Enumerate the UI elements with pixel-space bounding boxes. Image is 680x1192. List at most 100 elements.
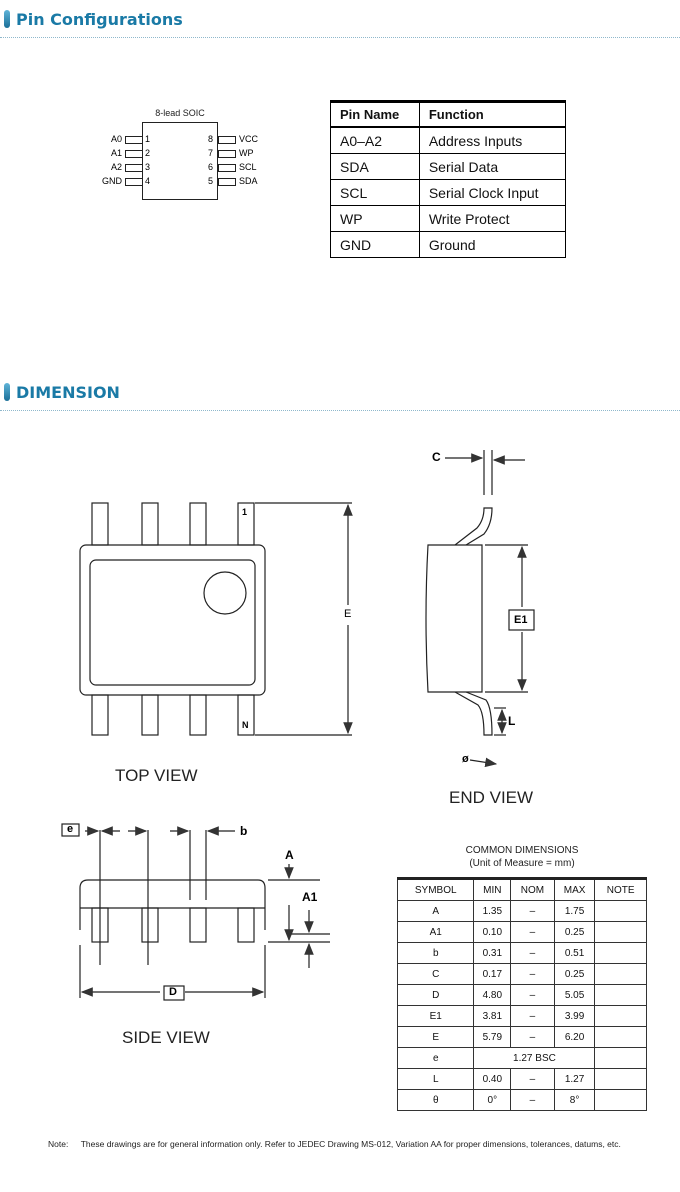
dims-cell: D (396, 984, 475, 1006)
top-view-label: TOP VIEW (115, 766, 198, 785)
soic-pin-name: WP (239, 148, 254, 158)
soic-pin-lead (218, 136, 236, 144)
dims-cell: 3.81 (473, 1005, 512, 1027)
dims-cell: θ (396, 1089, 475, 1111)
divider (0, 410, 680, 411)
dims-cell: 5.79 (473, 1026, 512, 1048)
dims-cell: 5.05 (553, 984, 596, 1006)
dims-cell: 0.10 (473, 921, 512, 943)
soic-pin-name: A0 (110, 134, 122, 144)
dims-cell (594, 1005, 647, 1027)
soic-pin-number: 6 (208, 162, 214, 172)
dims-cell: 1.35 (473, 900, 512, 922)
dims-cell: E1 (396, 1005, 475, 1027)
pin-name: SCL (330, 179, 420, 206)
soic-pin-name: SCL (239, 162, 257, 172)
dims-header: NOM (510, 877, 555, 901)
top-pins (91, 502, 255, 736)
dim-L-label: L (508, 714, 516, 728)
soic-pin-lead (125, 178, 143, 186)
dims-cell: – (510, 984, 555, 1006)
soic-pin-number: 1 (145, 134, 151, 144)
dims-cell: 0.40 (473, 1068, 512, 1090)
soic-pin-name: VCC (239, 134, 259, 144)
dims-cell: – (510, 942, 555, 964)
dims-cell: 0.51 (553, 942, 596, 964)
dim-b-label: b (240, 824, 248, 838)
dim-E-label: E (344, 608, 352, 620)
dim-D-label: D (169, 986, 177, 998)
dims-cell: 3.99 (553, 1005, 596, 1027)
note-text: These drawings are for general informati… (80, 1139, 621, 1149)
pin-function: Address Inputs (418, 126, 567, 154)
dims-caption: COMMON DIMENSIONS (Unit of Measure = mm) (397, 844, 647, 870)
dims-subtitle: (Unit of Measure = mm) (469, 858, 575, 869)
dims-cell: 1.75 (553, 900, 596, 922)
dim-e-label: e (67, 823, 74, 835)
top-view (79, 502, 353, 736)
pin-name: GND (330, 231, 420, 258)
dims-cell: e (396, 1047, 475, 1069)
soic-pin-lead (125, 136, 143, 144)
dims-cell: 1.27 (553, 1068, 596, 1090)
dims-cell: – (510, 1005, 555, 1027)
dims-cell: E (396, 1026, 475, 1048)
dims-cell (594, 921, 647, 943)
dims-cell (594, 1026, 647, 1048)
soic-pin-number: 3 (145, 162, 151, 172)
section-title-dimension: DIMENSION (16, 383, 120, 402)
soic-pin-name: GND (102, 176, 122, 186)
soic-pin-number: 4 (145, 176, 151, 186)
soic-pin-lead (218, 178, 236, 186)
dims-cell: 4.80 (473, 984, 512, 1006)
divider (0, 37, 680, 38)
section-title-pin-config: Pin Configurations (16, 10, 183, 29)
soic-pin-lead (218, 150, 236, 158)
section-marker-icon (4, 383, 10, 401)
dims-cell: – (510, 1089, 555, 1111)
note: Note: These drawings are for general inf… (48, 1139, 621, 1149)
end-view-label: END VIEW (449, 788, 534, 807)
dims-cell: – (510, 1026, 555, 1048)
dim-A1-label: A1 (302, 890, 318, 904)
soic-pin-number: 7 (208, 148, 214, 158)
dims-cell: 1.27 BSC (473, 1047, 596, 1069)
pin-function: Write Protect (418, 205, 567, 232)
side-view (61, 823, 330, 1001)
dims-cell: 6.20 (553, 1026, 596, 1048)
end-view (425, 450, 535, 768)
dims-cell: 0.25 (553, 921, 596, 943)
soic-pin-name: A2 (110, 162, 122, 172)
pinN-label: N (242, 720, 249, 730)
soic-package (142, 122, 218, 200)
side-view-label: SIDE VIEW (122, 1028, 210, 1047)
dims-cell: 0.17 (473, 963, 512, 985)
dims-cell: – (510, 1068, 555, 1090)
dims-cell: C (396, 963, 475, 985)
dims-header: SYMBOL (396, 877, 475, 901)
soic-pin-number: 2 (145, 148, 151, 158)
dims-cell (594, 1089, 647, 1111)
soic-pin-name: A1 (110, 148, 122, 158)
dims-cell: A (396, 900, 475, 922)
dims-cell (594, 1047, 647, 1069)
soic-pin-number: 8 (208, 134, 214, 144)
pin-function: Serial Clock Input (418, 179, 567, 206)
dims-cell: A1 (396, 921, 475, 943)
dims-cell (594, 984, 647, 1006)
dims-cell (594, 942, 647, 964)
dim-E1-label: E1 (514, 614, 528, 626)
